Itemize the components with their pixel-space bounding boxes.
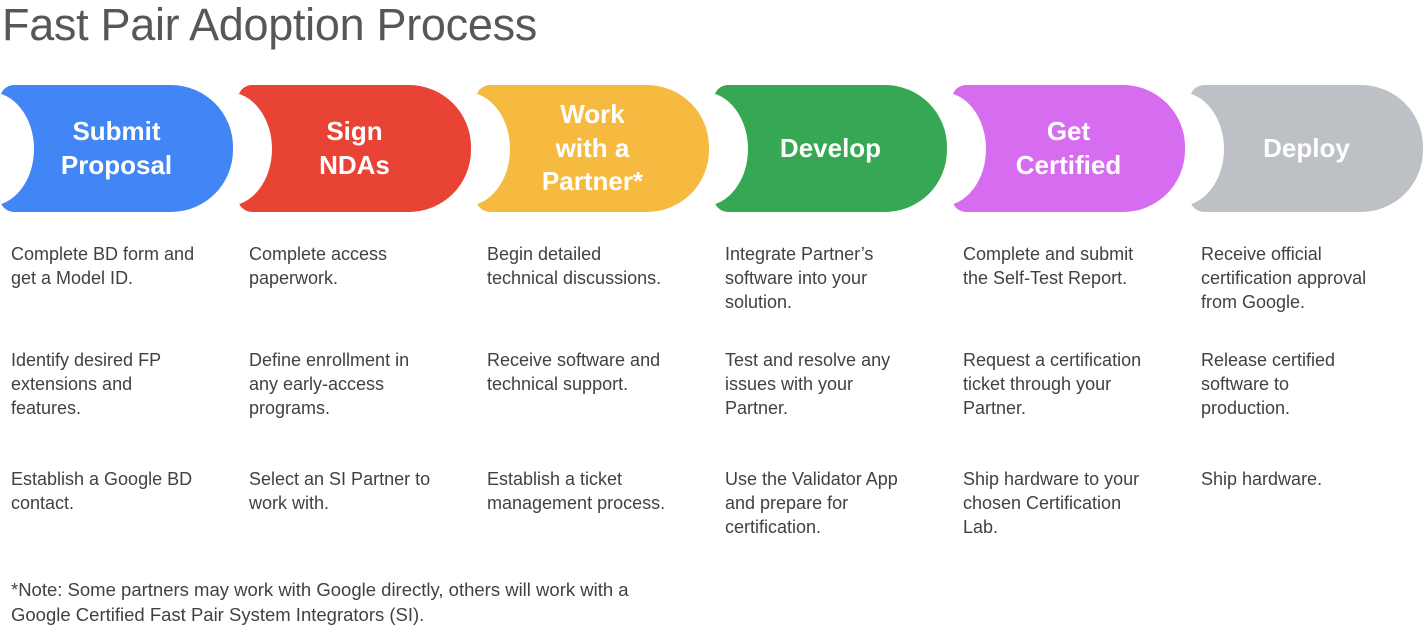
stage-label-develop: Develop (779, 132, 882, 163)
stage-notes-grid: Complete BD form and get a Model ID. Ide… (0, 243, 1423, 539)
stage-label-submit-proposal: Submit Proposal (60, 115, 173, 180)
stage-label-get-certified: Get Certified (1015, 115, 1122, 180)
stage-pill-deploy: Deploy (1190, 85, 1423, 212)
stage-label-deploy: Deploy (1263, 132, 1350, 163)
stage-left-notch (0, 91, 34, 206)
stage-left-notch (714, 91, 748, 206)
note-work-with-partner-2: Receive software and technical support. (487, 350, 661, 394)
stage-left-notch (238, 91, 272, 206)
note-sign-ndas-3: Select an SI Partner to work with. (249, 469, 431, 513)
stage-label-sign-ndas: Sign NDAs (319, 115, 390, 180)
stage-pill-get-certified: Get Certified (952, 85, 1185, 212)
stage-left-notch (476, 91, 510, 206)
process-stage-band: Submit Proposal Sign NDAs Work with a Pa… (0, 85, 1423, 212)
stage-pill-sign-ndas: Sign NDAs (238, 85, 471, 212)
note-submit-proposal-3: Establish a Google BD contact. (11, 469, 193, 513)
stage-label-work-with-partner: Work with a Partner* (541, 98, 644, 197)
stage-pill-work-with-partner: Work with a Partner* (476, 85, 709, 212)
note-deploy-2: Release certified software to production… (1201, 350, 1336, 418)
note-sign-ndas-1: Complete access paperwork. (249, 244, 388, 288)
note-develop-2: Test and resolve any issues with your Pa… (725, 350, 891, 418)
stage-pill-develop: Develop (714, 85, 947, 212)
note-submit-proposal-2: Identify desired FP extensions and featu… (11, 350, 162, 418)
note-develop-3: Use the Validator App and prepare for ce… (725, 469, 898, 537)
page-title: Fast Pair Adoption Process (2, 0, 537, 50)
note-work-with-partner-3: Establish a ticket management process. (487, 469, 666, 513)
note-submit-proposal-1: Complete BD form and get a Model ID. (11, 244, 195, 288)
stage-left-notch (952, 91, 986, 206)
note-get-certified-3: Ship hardware to your chosen Certificati… (963, 469, 1140, 537)
note-deploy-1: Receive official certification approval … (1201, 244, 1367, 312)
note-develop-1: Integrate Partner’s software into your s… (725, 244, 874, 312)
note-sign-ndas-2: Define enrollment in any early-access pr… (249, 350, 410, 418)
note-get-certified-1: Complete and submit the Self-Test Report… (963, 244, 1134, 288)
footnote: *Note: Some partners may work with Googl… (11, 579, 629, 626)
note-get-certified-2: Request a certification ticket through y… (963, 350, 1142, 418)
note-deploy-3: Ship hardware. (1201, 469, 1323, 489)
stage-left-notch (1190, 91, 1224, 206)
note-work-with-partner-1: Begin detailed technical discussions. (487, 244, 662, 288)
stage-pill-submit-proposal: Submit Proposal (0, 85, 233, 212)
